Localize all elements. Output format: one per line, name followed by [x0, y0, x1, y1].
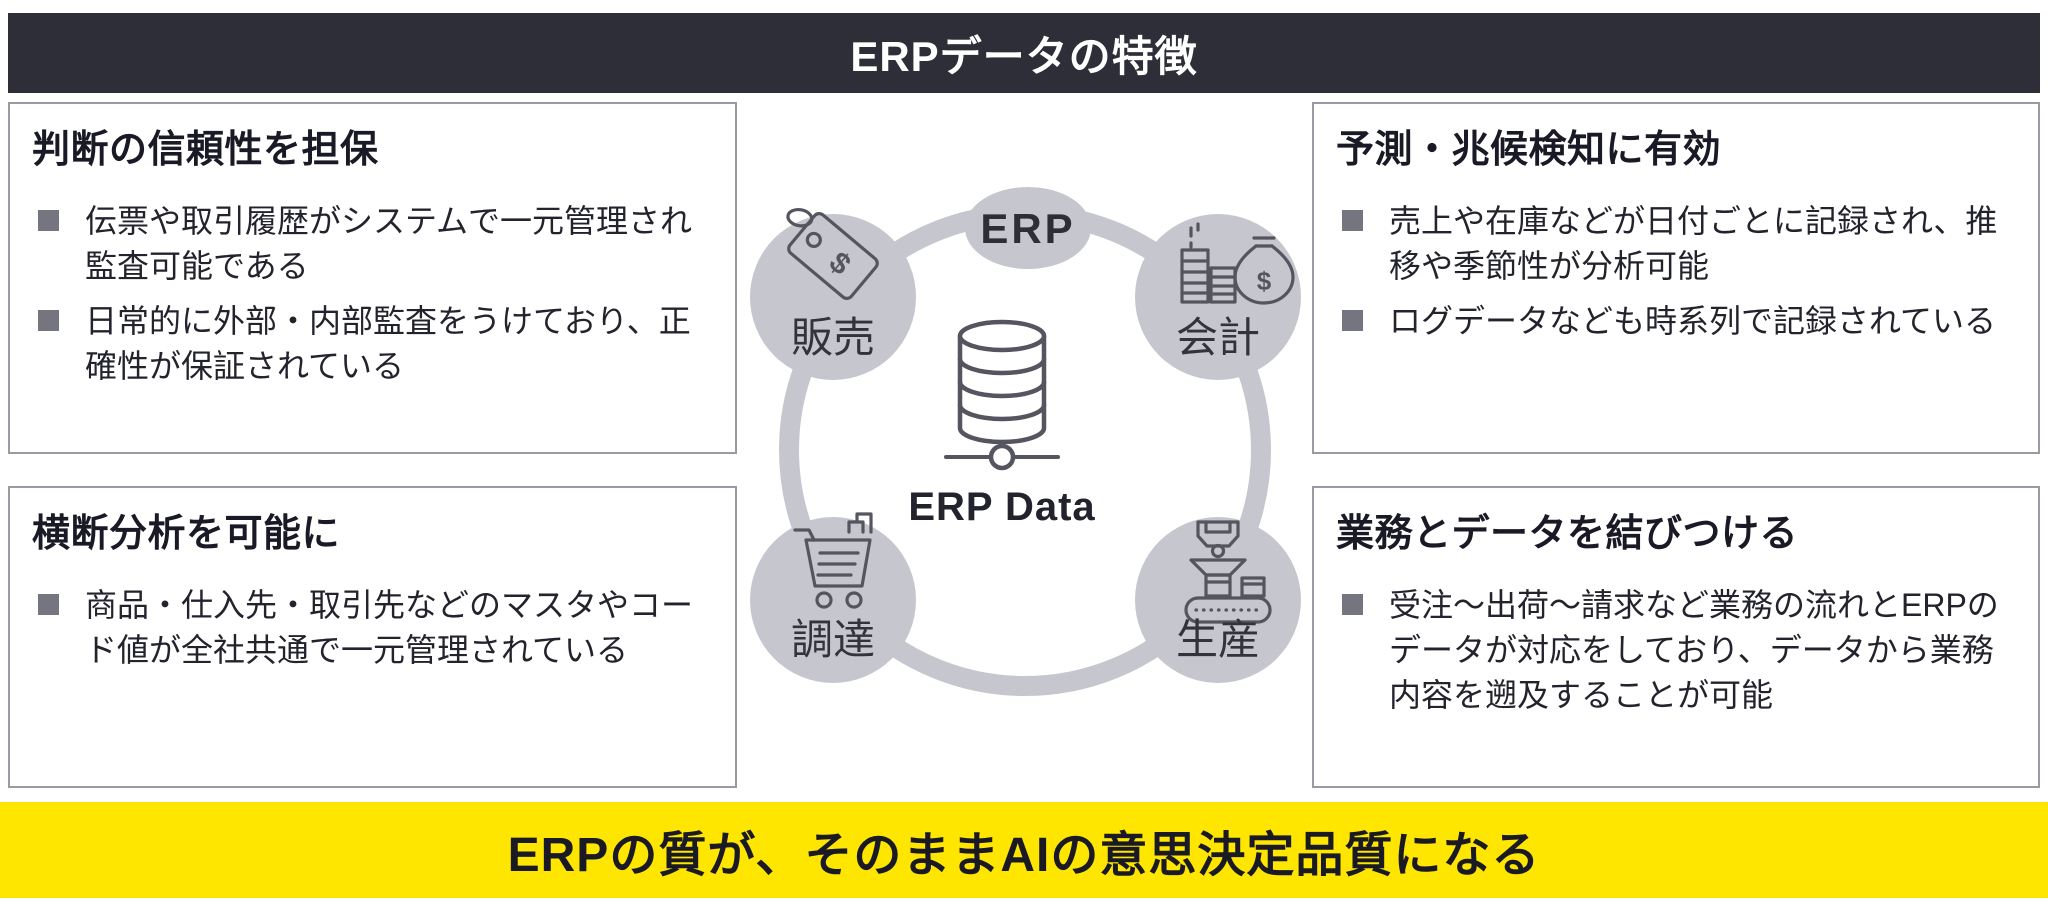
- panel-bottom-right: 業務とデータを結びつける 受注～出荷～請求など業務の流れとERPのデータが対応を…: [1312, 486, 2040, 788]
- bullet-text: 受注～出荷～請求など業務の流れとERPのデータが対応をしており、データから業務内…: [1389, 587, 1999, 713]
- bullet-square-icon: [1342, 594, 1363, 615]
- factory-robot-icon: [1184, 520, 1272, 624]
- erp-cycle-diagram: $ 販売 $ 会計: [750, 187, 1301, 696]
- node-label-procurement: 調達: [791, 616, 875, 663]
- list-item: 日常的に外部・内部監査をうけており、正確性が保証されている: [32, 299, 711, 389]
- footer-highlight-bar: ERPの質が、そのままAIの意思決定品質になる: [0, 802, 2048, 898]
- bullet-square-icon: [1342, 210, 1363, 231]
- node-accounting: $ 会計: [1135, 214, 1301, 380]
- list-item: 受注～出荷～請求など業務の流れとERPのデータが対応をしており、データから業務内…: [1336, 583, 2014, 718]
- svg-text:$: $: [1257, 266, 1272, 296]
- page-title: ERPデータの特徴: [850, 32, 1198, 80]
- panel-title: 業務とデータを結びつける: [1336, 513, 1799, 555]
- list-item: 売上や在庫などが日付ごとに記録され、推移や季節性が分析可能: [1336, 199, 2014, 289]
- bullet-text: ログデータなども時系列で記録されている: [1389, 303, 1997, 339]
- node-label-accounting: 会計: [1176, 314, 1260, 361]
- header-bar: ERPデータの特徴: [8, 13, 2040, 93]
- panel-top-right: 予測・兆候検知に有効 売上や在庫などが日付ごとに記録され、推移や季節性が分析可能…: [1312, 102, 2040, 454]
- panel-title: 予測・兆候検知に有効: [1336, 129, 1722, 171]
- database-icon: [944, 319, 1060, 471]
- money-bag-icon: $: [1180, 222, 1295, 305]
- panel-top-left: 判断の信頼性を担保 伝票や取引履歴がシステムで一元管理され監査可能である 日常的…: [8, 102, 737, 454]
- erp-hub: ERP: [965, 187, 1091, 269]
- panel-bottom-left: 横断分析を可能に 商品・仕入先・取引先などのマスタやコード値が全社共通で一元管理…: [8, 486, 737, 788]
- bullet-square-icon: [38, 594, 59, 615]
- node-label-sales: 販売: [791, 314, 875, 361]
- shopping-cart-icon: [793, 512, 873, 609]
- panel-title: 横断分析を可能に: [32, 513, 341, 555]
- node-procurement: 調達: [750, 512, 916, 683]
- bullet-text: 売上や在庫などが日付ごとに記録され、推移や季節性が分析可能: [1389, 203, 1998, 284]
- bullet-square-icon: [38, 210, 59, 231]
- erp-hub-label: ERP: [980, 205, 1075, 252]
- bullet-square-icon: [1342, 310, 1363, 331]
- panel-title: 判断の信頼性を担保: [32, 129, 379, 171]
- node-label-production: 生産: [1176, 616, 1260, 663]
- node-sales: $ 販売: [750, 207, 916, 380]
- bullet-text: 日常的に外部・内部監査をうけており、正確性が保証されている: [85, 303, 691, 384]
- bullet-square-icon: [38, 310, 59, 331]
- list-item: 伝票や取引履歴がシステムで一元管理され監査可能である: [32, 199, 711, 289]
- list-item: ログデータなども時系列で記録されている: [1336, 299, 2014, 344]
- bullet-text: 商品・仕入先・取引先などのマスタやコード値が全社共通で一元管理されている: [85, 587, 694, 668]
- footer-message: ERPの質が、そのままAIの意思決定品質になる: [507, 829, 1541, 882]
- bullet-text: 伝票や取引履歴がシステムで一元管理され監査可能である: [85, 203, 693, 284]
- database-label: ERP Data: [908, 485, 1095, 529]
- node-production: 生産: [1135, 517, 1301, 683]
- list-item: 商品・仕入先・取引先などのマスタやコード値が全社共通で一元管理されている: [32, 583, 711, 673]
